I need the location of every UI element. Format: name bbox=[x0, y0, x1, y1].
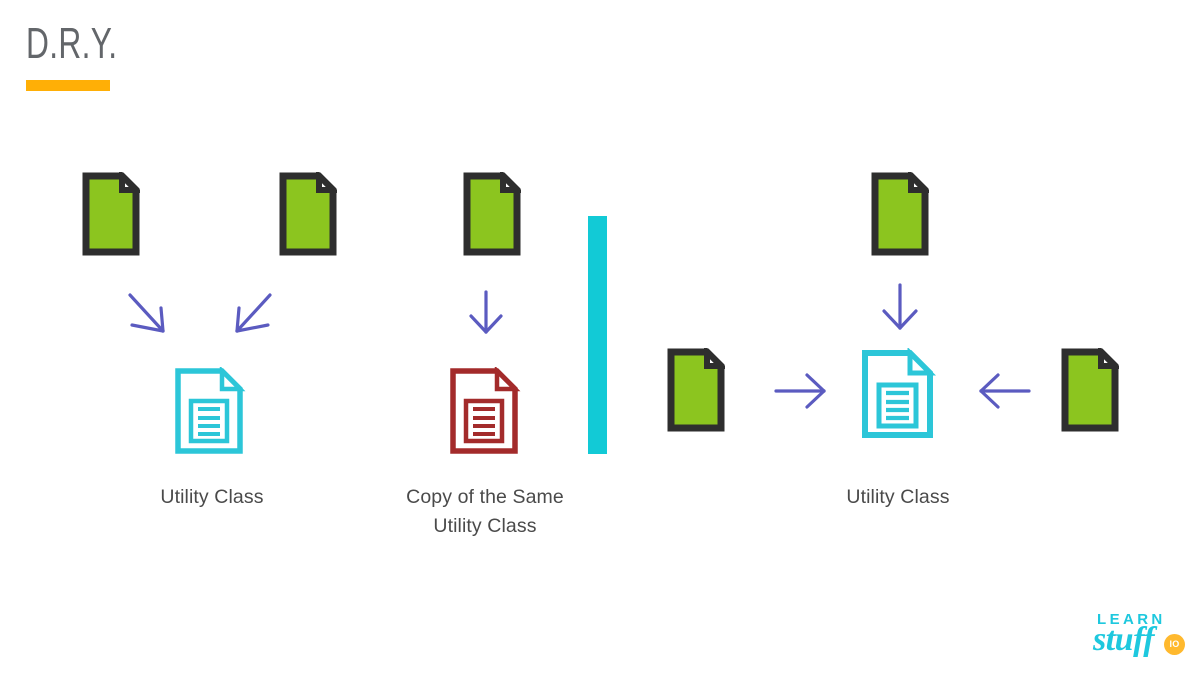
arrow-icon bbox=[979, 373, 1031, 409]
green-document-icon bbox=[1061, 348, 1119, 432]
logo-text-learn: LEARN bbox=[1097, 611, 1166, 628]
utility-class-icon bbox=[862, 348, 936, 438]
arrow-down-right-1 bbox=[124, 291, 172, 336]
green-document-icon bbox=[871, 172, 929, 256]
utility-class-copy bbox=[449, 367, 521, 455]
arrow-icon bbox=[774, 373, 826, 409]
title-block: D.R.Y. bbox=[26, 22, 286, 97]
source-document-1 bbox=[82, 172, 140, 256]
caption-right: Utility Class bbox=[846, 486, 950, 508]
logo-io-badge: IO bbox=[1164, 634, 1185, 655]
green-document-icon bbox=[667, 348, 725, 432]
arrow-icon bbox=[235, 293, 272, 333]
utility-class-copy-icon bbox=[450, 367, 521, 454]
arrow-icon bbox=[469, 290, 503, 334]
green-document-icon bbox=[82, 172, 140, 256]
caption-left: Utility Class bbox=[160, 486, 264, 508]
arrow-down-right-group bbox=[880, 283, 920, 333]
source-document-3 bbox=[463, 172, 521, 256]
source-document-top bbox=[871, 172, 929, 256]
arrow-left bbox=[975, 371, 1031, 411]
source-document-2 bbox=[279, 172, 337, 256]
page-title: D.R.Y. bbox=[26, 19, 118, 68]
utility-class-icon bbox=[175, 367, 246, 454]
logo-text-stuff: stuff bbox=[1093, 621, 1155, 658]
source-document-left bbox=[667, 348, 725, 432]
arrow-down-middle bbox=[466, 290, 506, 336]
arrow-right bbox=[774, 371, 830, 411]
source-document-right bbox=[1061, 348, 1119, 432]
arrow-icon bbox=[128, 293, 165, 333]
title-underline-bar bbox=[26, 80, 110, 91]
brand-logo[interactable]: LEARN stuff IO bbox=[1093, 612, 1193, 668]
utility-class-right bbox=[860, 348, 936, 440]
section-divider bbox=[588, 216, 607, 454]
green-document-icon bbox=[279, 172, 337, 256]
caption-middle: Copy of the Same Utility Class bbox=[406, 486, 564, 537]
arrow-down-left-1 bbox=[228, 291, 276, 336]
green-document-icon bbox=[463, 172, 521, 256]
utility-class-left bbox=[174, 367, 246, 455]
arrow-icon bbox=[882, 283, 918, 330]
